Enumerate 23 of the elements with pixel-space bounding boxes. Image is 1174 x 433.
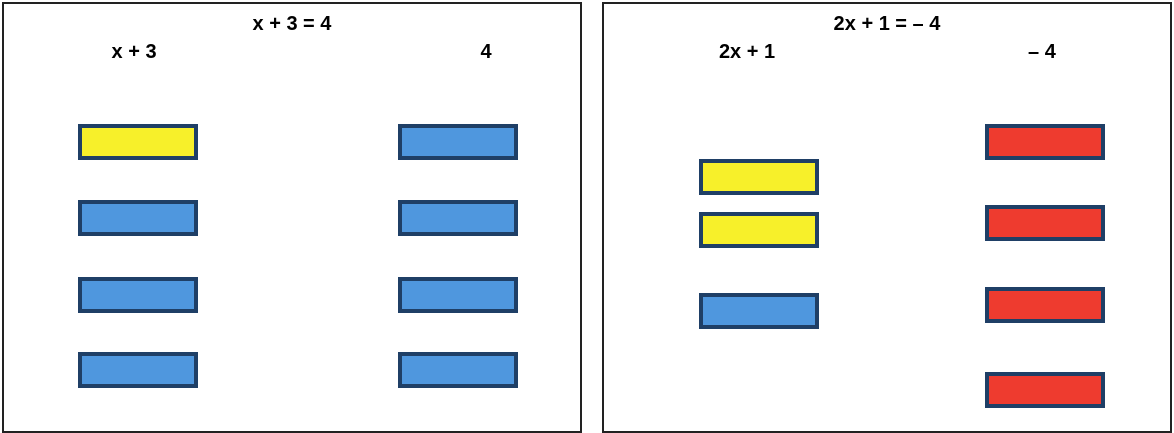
- algebra-tile: [78, 277, 198, 313]
- algebra-tile: [985, 372, 1105, 408]
- side-label: – 4: [1027, 40, 1057, 63]
- equation-title: 2x + 1 = – 4: [832, 12, 942, 35]
- algebra-tile: [398, 352, 518, 388]
- side-label: 4: [479, 40, 493, 63]
- algebra-tile: [78, 352, 198, 388]
- algebra-tile: [985, 124, 1105, 160]
- algebra-tile: [985, 205, 1105, 241]
- algebra-tile: [699, 293, 819, 329]
- side-label: 2x + 1: [717, 40, 777, 63]
- algebra-tile: [985, 287, 1105, 323]
- algebra-tile: [398, 200, 518, 236]
- equation-panel: [2, 2, 582, 433]
- algebra-tile: [699, 212, 819, 248]
- equation-panel: [602, 2, 1172, 433]
- equation-title: x + 3 = 4: [251, 12, 333, 35]
- algebra-tile: [78, 200, 198, 236]
- algebra-tile: [699, 159, 819, 195]
- algebra-tile: [398, 124, 518, 160]
- side-label: x + 3: [110, 40, 158, 63]
- algebra-tile: [78, 124, 198, 160]
- algebra-tile: [398, 277, 518, 313]
